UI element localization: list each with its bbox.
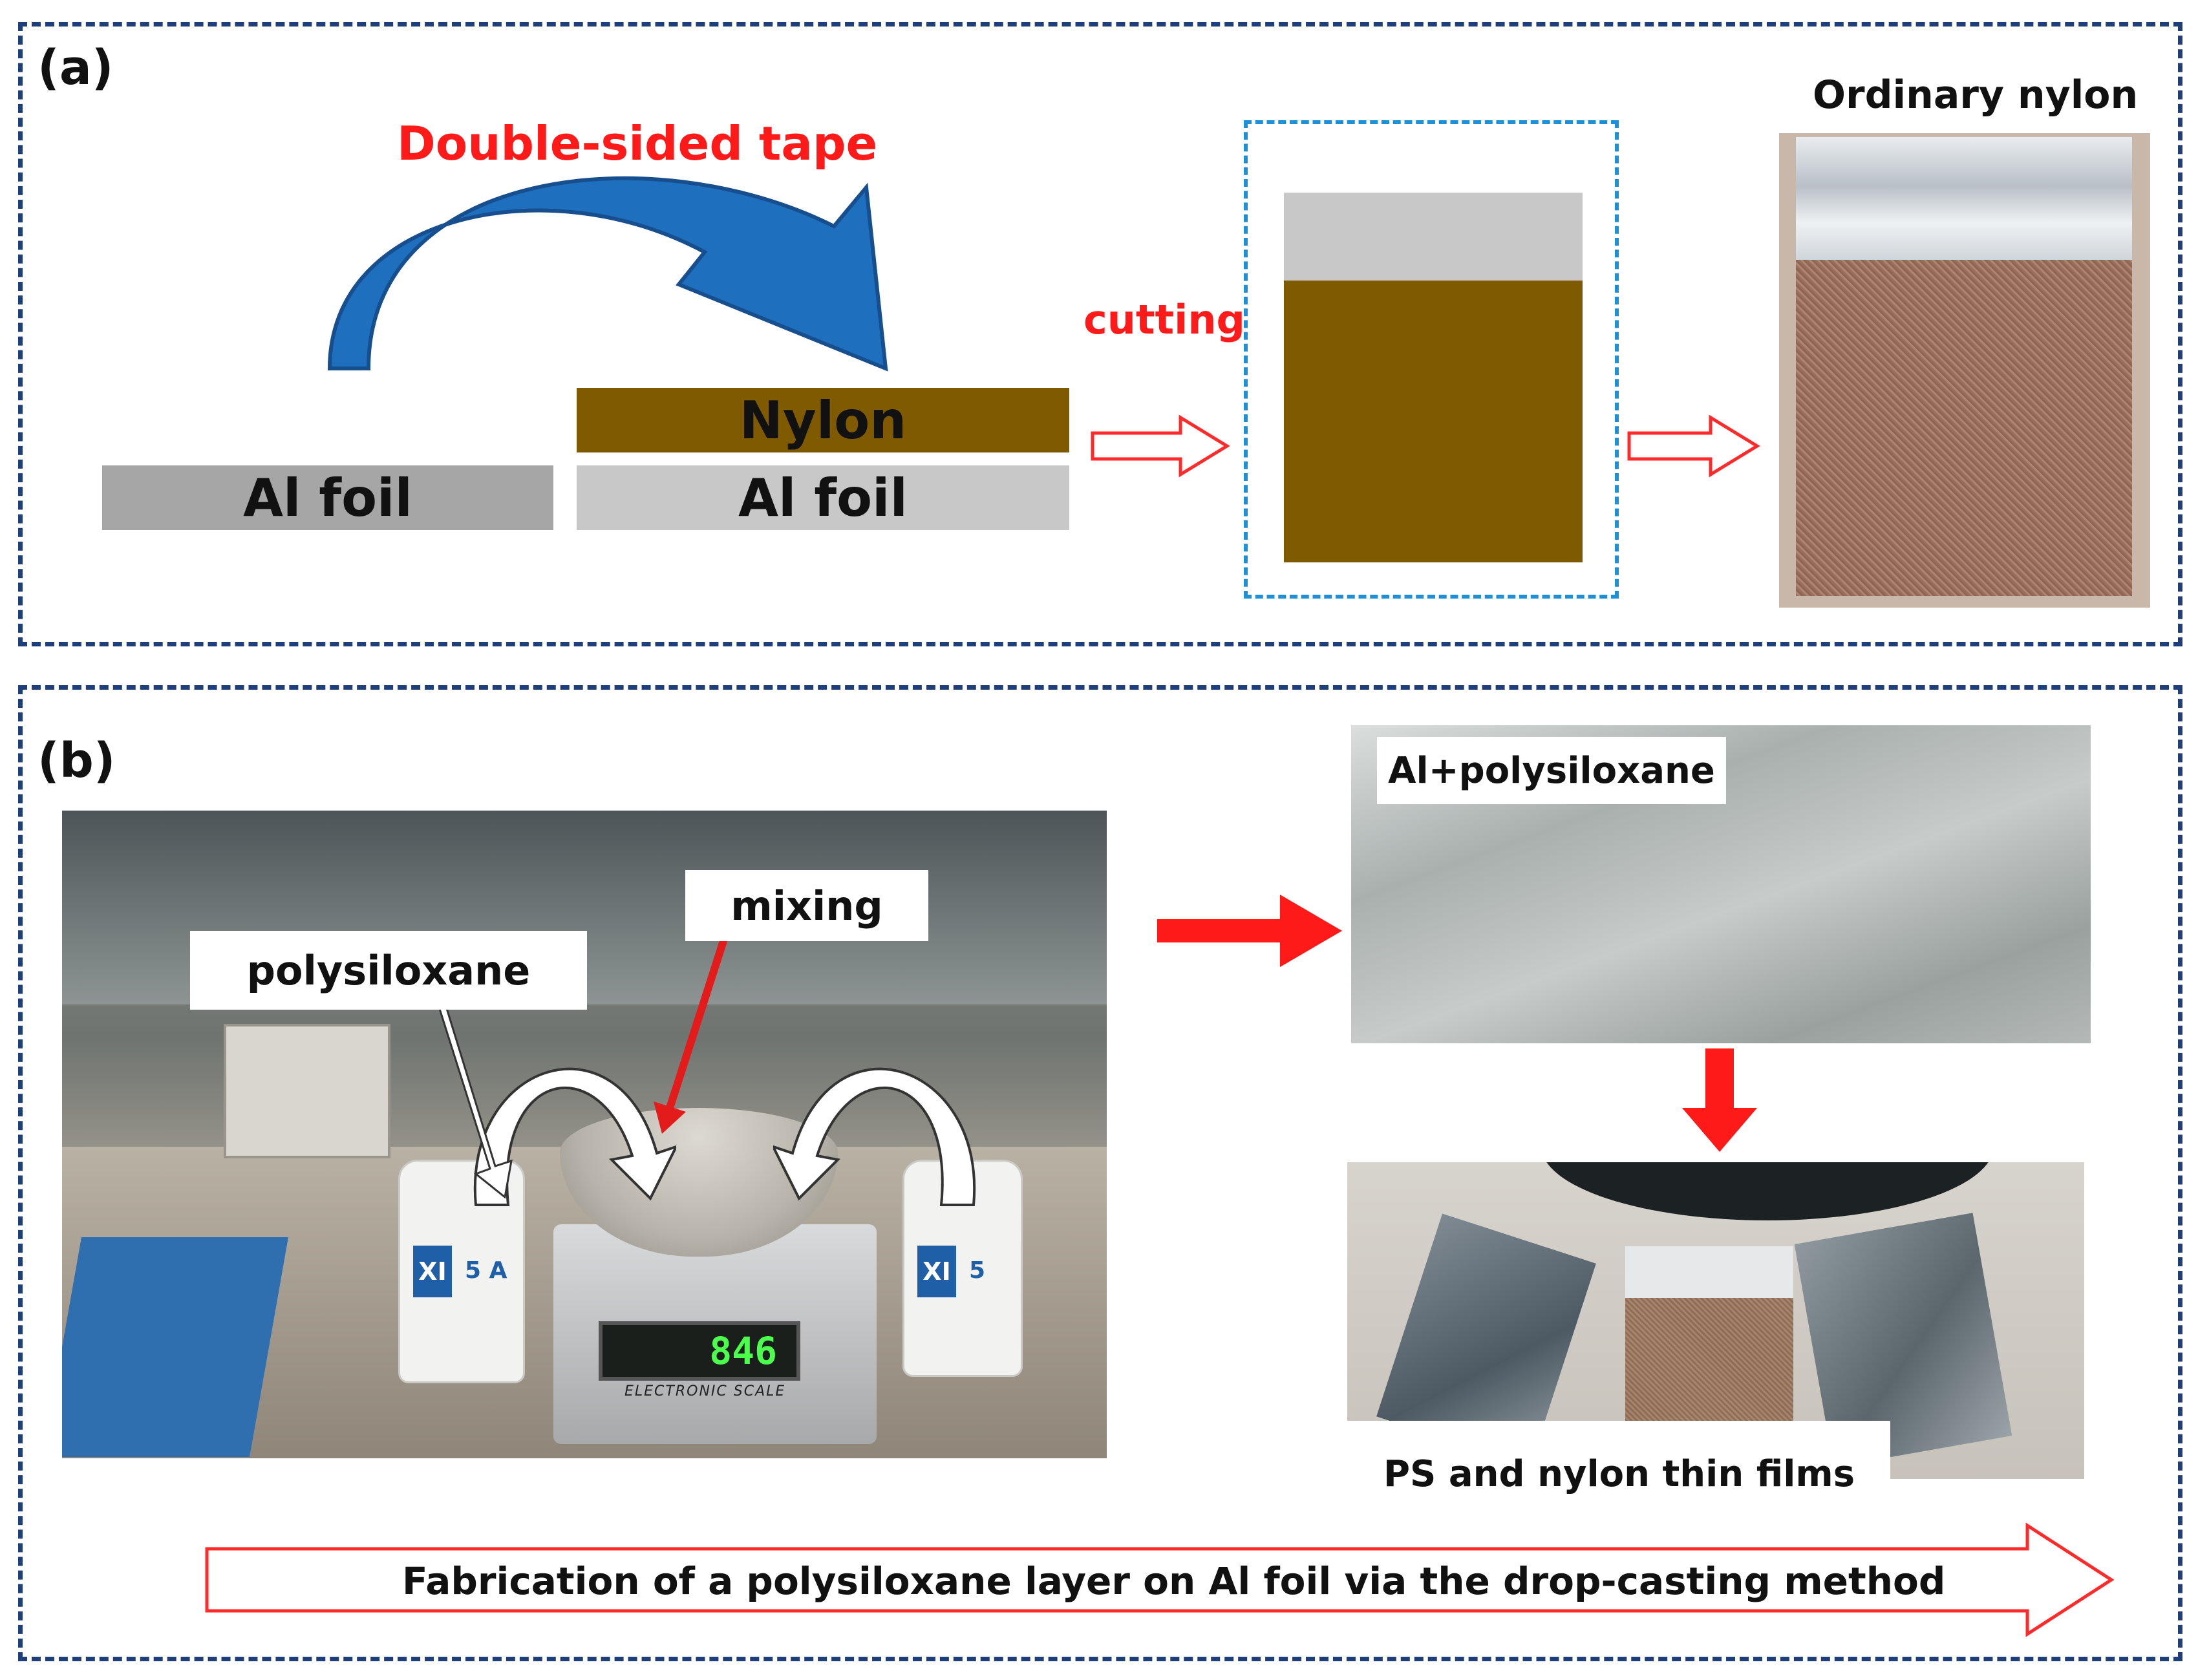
ordinary-nylon-photo bbox=[1779, 133, 2150, 608]
cut-sample-box bbox=[1244, 120, 1619, 599]
tape-curved-arrow bbox=[327, 176, 888, 372]
pointer-arrow-polysiloxane bbox=[423, 997, 513, 1198]
scale-brand: ELECTRONIC SCALE bbox=[624, 1383, 786, 1399]
scale-reading: 846 bbox=[709, 1329, 777, 1373]
outline-arrow-1 bbox=[1091, 414, 1230, 478]
tag-polysiloxane: polysiloxane bbox=[190, 931, 587, 1010]
cut-sample-al bbox=[1284, 193, 1583, 281]
thin-films-caption-bg bbox=[1347, 1421, 1890, 1479]
al-polysiloxane-label: Al+polysiloxane bbox=[1377, 737, 1726, 804]
bottle-right-text: XI bbox=[923, 1257, 951, 1286]
lab-notebook bbox=[62, 1237, 288, 1457]
al-foil-stack-layer: Al foil bbox=[577, 465, 1069, 530]
bottle-right-label: XI bbox=[917, 1246, 956, 1297]
bottle-left-num: 5 A bbox=[465, 1257, 507, 1284]
pour-arrow-right bbox=[773, 1067, 976, 1206]
films-photo-dark-top bbox=[1541, 1162, 1994, 1220]
cut-sample-nylon bbox=[1284, 281, 1583, 562]
cutting-label: cutting bbox=[1083, 296, 1245, 343]
process-arrow-text: Fabrication of a polysiloxane layer on A… bbox=[402, 1559, 1946, 1603]
nylon-photo-foil-strip bbox=[1796, 137, 2132, 260]
lab-photo: 846 ELECTRONIC SCALE XI 5 A XI 5 bbox=[62, 811, 1107, 1458]
bottle-left-text: XI bbox=[418, 1257, 447, 1286]
panel-b-border bbox=[18, 685, 2182, 1661]
process-outline-arrow bbox=[205, 1523, 2114, 1637]
pour-arrow-left bbox=[473, 1067, 676, 1206]
al-polysiloxane-photo: Al+polysiloxane bbox=[1351, 725, 2091, 1043]
outline-arrow-2 bbox=[1627, 414, 1760, 478]
tag-mixing: mixing bbox=[685, 870, 928, 941]
bottle-right-num: 5 bbox=[969, 1257, 986, 1284]
nylon-photo-fabric bbox=[1796, 260, 2132, 596]
red-arrow-down bbox=[1682, 1048, 1757, 1152]
scale-display: 846 bbox=[599, 1321, 800, 1381]
al-foil-left-layer: Al foil bbox=[102, 465, 553, 530]
ordinary-nylon-title: Ordinary nylon bbox=[1813, 72, 2139, 118]
panel-b-label: (b) bbox=[37, 733, 116, 789]
tape-label: Double-sided tape bbox=[397, 116, 878, 171]
bottle-left-label: XI bbox=[413, 1246, 452, 1297]
nylon-layer: Nylon bbox=[577, 388, 1069, 452]
thin-films-caption: PS and nylon thin films bbox=[1383, 1453, 1855, 1495]
panel-a-border bbox=[18, 22, 2182, 646]
thin-films-photo bbox=[1347, 1162, 2084, 1479]
pointer-arrow-mixing bbox=[654, 926, 732, 1134]
red-arrow-right bbox=[1157, 895, 1342, 967]
panel-a-label: (a) bbox=[37, 40, 114, 96]
lab-device-box bbox=[224, 1024, 390, 1158]
